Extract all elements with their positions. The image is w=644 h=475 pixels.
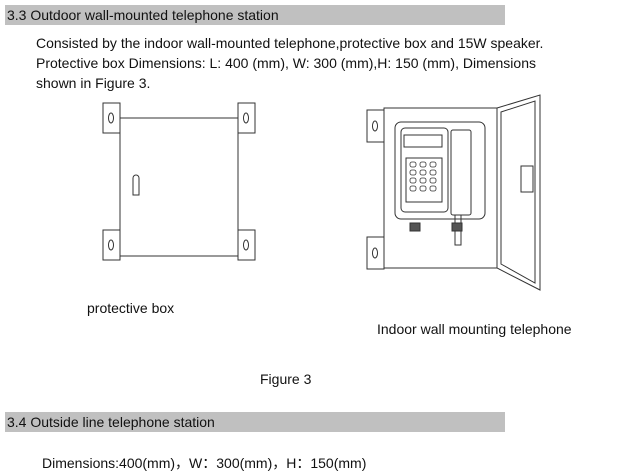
- figure-caption: Figure 3: [260, 371, 312, 387]
- telephone-caption: Indoor wall mounting telephone: [377, 321, 572, 337]
- paragraph-line: shown in Figure 3.: [36, 75, 151, 91]
- paragraph-line: Consisted by the indoor wall-mounted tel…: [36, 35, 544, 51]
- wall-telephone-drawing: [366, 94, 541, 291]
- protective-box-caption: protective box: [87, 300, 175, 316]
- protective-box-drawing: [102, 102, 256, 261]
- paragraph-line: Protective box Dimensions: L: 400 (mm), …: [36, 55, 536, 71]
- section-heading-3-4: 3.4 Outside line telephone station: [5, 412, 505, 432]
- section-heading-3-3: 3.3 Outdoor wall-mounted telephone stati…: [5, 5, 505, 25]
- dimensions-text: Dimensions:400(mm)，W：300(mm)，H：150(mm): [42, 455, 367, 471]
